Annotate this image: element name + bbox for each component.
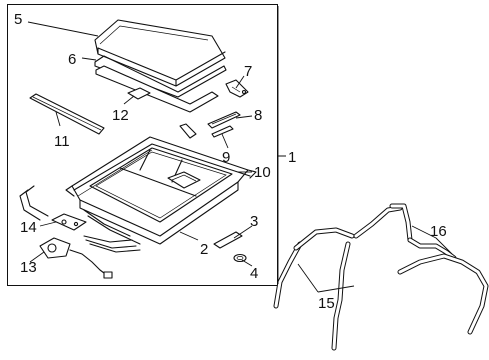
part-rear-drain-hoses	[389, 203, 489, 335]
callout-9: 9	[222, 149, 230, 166]
callout-14: 14	[20, 219, 37, 236]
part-front-drain-hoses	[273, 205, 403, 351]
part-guide-link	[211, 125, 234, 138]
callout-16: 16	[430, 223, 447, 240]
part-sunroof-frame	[65, 136, 257, 245]
callout-6: 6	[68, 51, 76, 68]
callout-1: 1	[288, 149, 296, 166]
part-sunroof-motor	[19, 185, 113, 279]
callout-15: 15	[318, 295, 335, 312]
assembly-frame-box	[7, 4, 278, 286]
callout-4: 4	[250, 265, 258, 282]
part-drain-clip	[213, 231, 243, 249]
callout-10: 10	[254, 164, 271, 181]
part-glass-panel	[94, 19, 226, 87]
part-rear-bracket	[179, 123, 197, 139]
callout-13: 13	[20, 259, 37, 276]
callout-12: 12	[112, 107, 129, 124]
callout-11: 11	[54, 133, 70, 150]
part-grommet	[233, 253, 247, 263]
callout-8: 8	[254, 107, 262, 124]
callout-5: 5	[14, 11, 22, 28]
callout-3: 3	[250, 213, 258, 230]
part-drive-cables	[83, 235, 141, 253]
part-glass-bracket	[225, 79, 249, 98]
part-guide-rail	[207, 111, 241, 129]
part-wind-deflector	[29, 93, 105, 135]
callout-2: 2	[200, 241, 208, 258]
leader-lines	[27, 6, 453, 293]
callout-7: 7	[244, 63, 252, 80]
part-motor-bracket	[51, 213, 87, 231]
